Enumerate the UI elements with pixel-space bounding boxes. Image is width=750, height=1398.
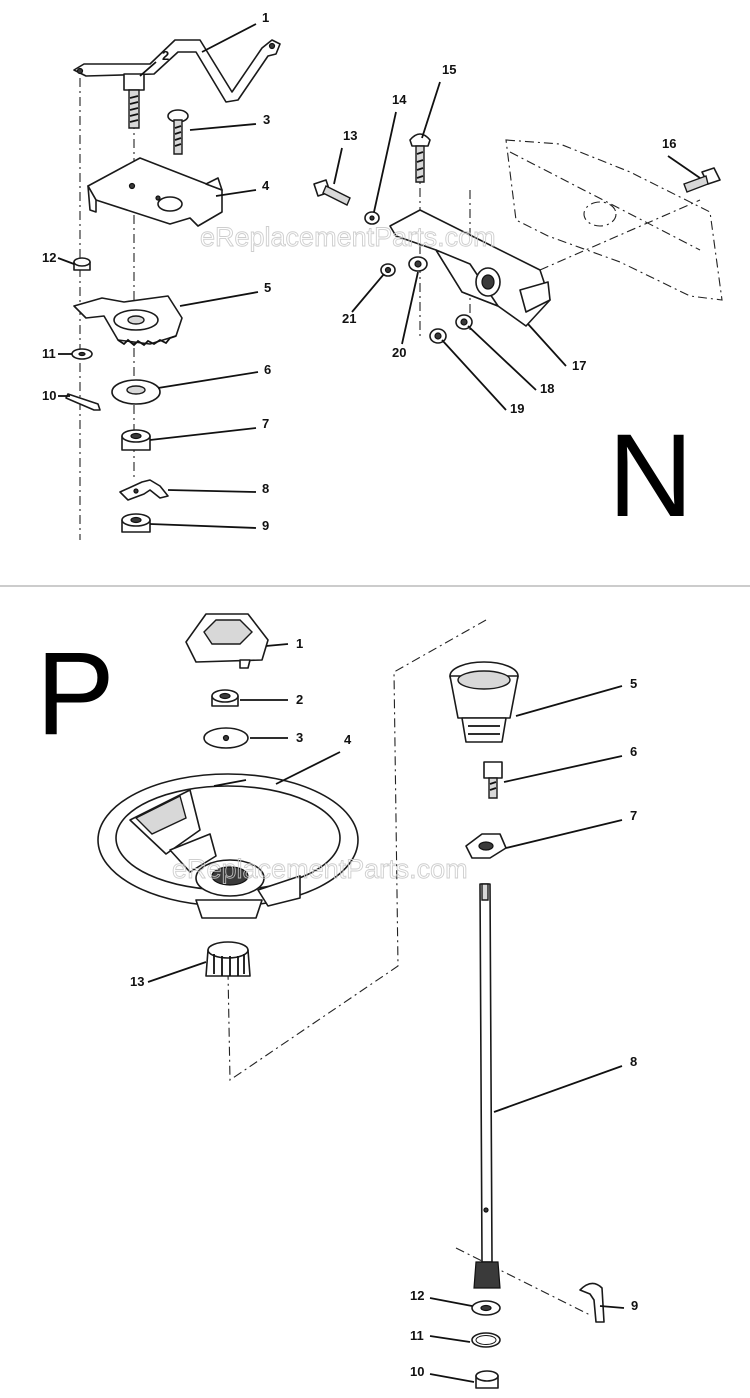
callout-number: 16 <box>662 136 676 151</box>
callout-number: 6 <box>264 362 271 377</box>
part-washer <box>471 1300 501 1316</box>
part-steering-bracket <box>389 209 551 327</box>
callout-number: 1 <box>262 10 269 25</box>
callout-number: 6 <box>630 744 637 759</box>
callout-number: 10 <box>42 388 56 403</box>
callout-number: 4 <box>262 178 270 193</box>
assembly-axis <box>227 619 487 1082</box>
part-carriage-bolt <box>409 133 431 183</box>
callout-number: 9 <box>262 518 269 533</box>
callout-number: 12 <box>42 250 56 265</box>
part-bracket <box>87 157 223 227</box>
part-nut <box>380 263 396 277</box>
part-nut <box>121 429 151 451</box>
part-spline-adapter <box>205 941 251 977</box>
part-sector-gear <box>73 295 183 347</box>
part-nut <box>211 689 239 707</box>
watermark-text: eReplacementParts.com <box>200 222 496 252</box>
part-bolt <box>683 167 721 193</box>
section-letter-p: P <box>36 628 115 760</box>
part-nut <box>408 256 428 272</box>
callout-number: 9 <box>631 1298 638 1313</box>
callout-number: 12 <box>410 1288 424 1303</box>
callout-number: 15 <box>442 62 456 77</box>
watermark-text: eReplacementParts.com <box>172 854 468 884</box>
part-flange-bearing <box>465 833 507 859</box>
watermark: eReplacementParts.com eReplacementParts.c… <box>172 222 497 885</box>
part-bolt <box>123 73 145 129</box>
callout-number: 1 <box>296 636 303 651</box>
part-snap-ring <box>471 1332 501 1348</box>
callout-number: 4 <box>344 732 352 747</box>
part-washer <box>111 379 161 405</box>
callout-number: 17 <box>572 358 586 373</box>
callout-number: 19 <box>510 401 524 416</box>
part-cotter-pin <box>65 393 101 411</box>
part-steering-link <box>73 39 281 103</box>
part-frame-panel <box>505 139 723 301</box>
callout-number: 18 <box>540 381 554 396</box>
section-p: P <box>36 613 638 1389</box>
part-clip <box>119 479 169 501</box>
callout-number: 5 <box>630 676 637 691</box>
callout-number: 2 <box>162 48 169 63</box>
part-bolt <box>313 179 351 206</box>
assembly-axis <box>455 1247 593 1317</box>
section-n: N <box>42 10 723 542</box>
part-cotter-pin <box>579 1282 605 1323</box>
part-boot <box>449 661 519 743</box>
part-steering-wheel <box>97 773 359 919</box>
part-washer <box>71 348 93 360</box>
part-center-cap <box>185 613 269 669</box>
callout-number: 14 <box>392 92 407 107</box>
callout-number: 13 <box>130 974 144 989</box>
callout-number: 11 <box>42 346 56 361</box>
callout-number: 7 <box>630 808 637 823</box>
leader-lines <box>57 23 701 529</box>
callout-number: 8 <box>262 481 269 496</box>
part-washer <box>429 328 447 344</box>
part-screw <box>167 109 189 155</box>
callout-number: 8 <box>630 1054 637 1069</box>
part-steering-shaft <box>473 883 501 1289</box>
callout-number: 3 <box>296 730 303 745</box>
callout-number: 7 <box>262 416 269 431</box>
part-nut <box>475 1370 499 1389</box>
part-washer <box>364 211 380 225</box>
callout-number: 21 <box>342 311 356 326</box>
callout-number: 11 <box>410 1328 424 1343</box>
part-nut <box>73 257 91 271</box>
callout-number: 20 <box>392 345 406 360</box>
part-washer <box>203 727 249 749</box>
callout-number: 3 <box>263 112 270 127</box>
callout-number: 2 <box>296 692 303 707</box>
callout-number: 13 <box>343 128 357 143</box>
part-nut <box>121 513 151 533</box>
leader-lines <box>147 643 625 1383</box>
part-bolt <box>483 761 503 799</box>
part-nut <box>455 314 473 330</box>
callout-number: 10 <box>410 1364 424 1379</box>
callout-number: 5 <box>264 280 271 295</box>
section-letter-n: N <box>608 410 693 542</box>
